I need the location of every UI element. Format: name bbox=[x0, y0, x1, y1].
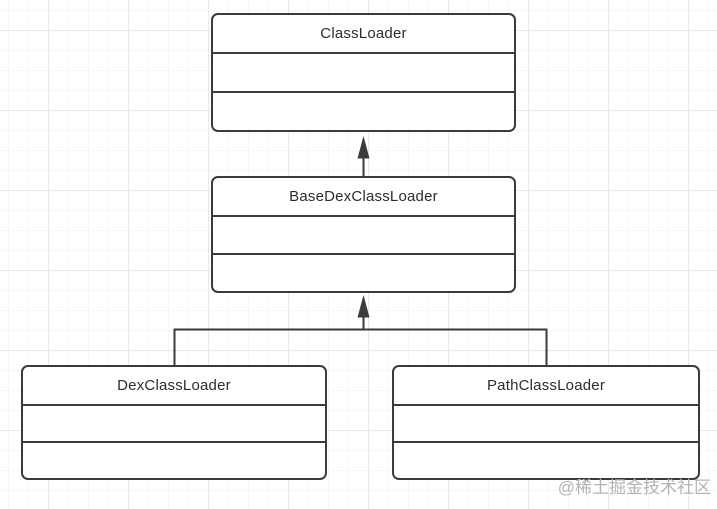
class-node-fields-compartment bbox=[213, 54, 514, 91]
class-node-fields-compartment bbox=[213, 217, 514, 253]
arrowhead-up-icon bbox=[357, 136, 370, 159]
edge-basedex-to-classloader bbox=[357, 136, 370, 177]
class-node-methods-compartment bbox=[213, 253, 514, 291]
class-node-title: ClassLoader bbox=[213, 15, 514, 54]
class-node-dexclassloader: DexClassLoader bbox=[21, 365, 327, 480]
class-node-methods-compartment bbox=[23, 441, 325, 478]
watermark-text: @稀土掘金技术社区 bbox=[557, 478, 711, 497]
arrowhead-up-icon bbox=[357, 295, 370, 318]
class-node-fields-compartment bbox=[394, 406, 698, 441]
class-node-methods-compartment bbox=[394, 441, 698, 478]
class-node-title: DexClassLoader bbox=[23, 367, 325, 406]
class-node-fields-compartment bbox=[23, 406, 325, 441]
class-node-title: BaseDexClassLoader bbox=[213, 178, 514, 217]
class-node-methods-compartment bbox=[213, 91, 514, 130]
class-node-title: PathClassLoader bbox=[394, 367, 698, 406]
class-node-pathclassloader: PathClassLoader bbox=[392, 365, 700, 480]
edge-subclasses-to-basedex bbox=[173, 295, 548, 366]
class-node-basedexclassloader: BaseDexClassLoader bbox=[211, 176, 516, 293]
class-node-classloader: ClassLoader bbox=[211, 13, 516, 132]
